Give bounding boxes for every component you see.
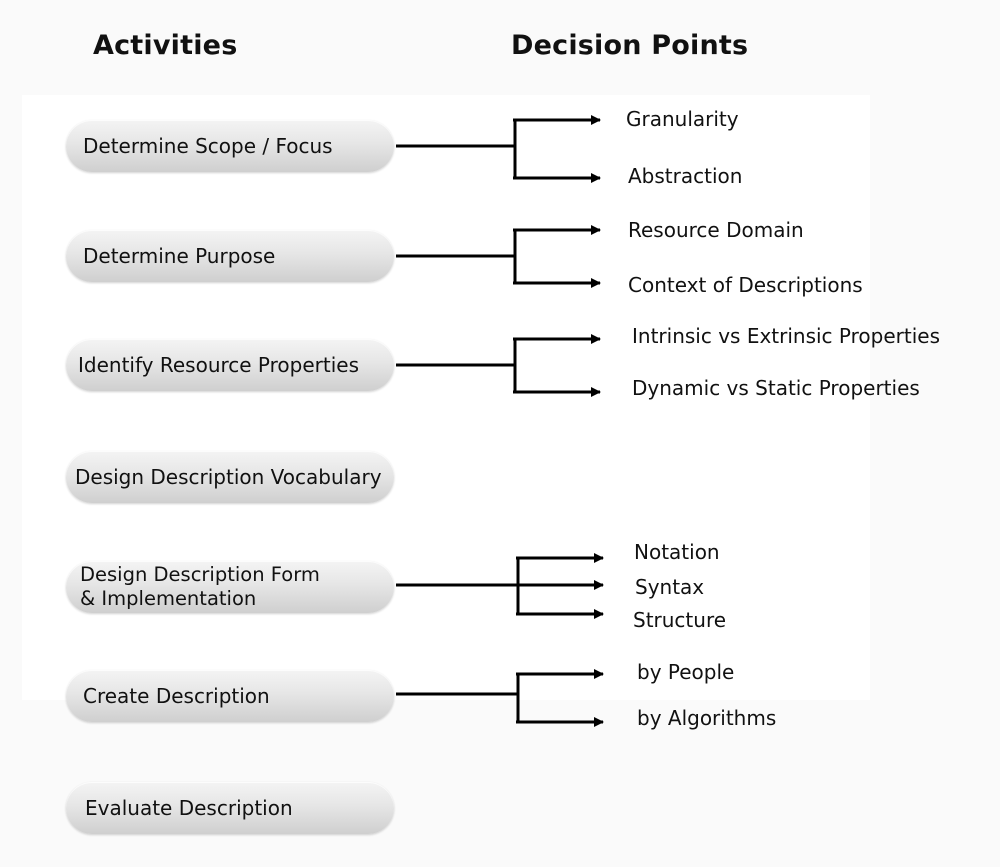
activity-determine-purpose: Determine Purpose: [66, 230, 394, 282]
decision-by-people: by People: [637, 660, 735, 684]
decision-syntax: Syntax: [635, 575, 705, 599]
decision-context-of-descriptions: Context of Descriptions: [628, 273, 863, 297]
decision-intrinsic-extrinsic: Intrinsic vs Extrinsic Properties: [632, 324, 940, 348]
activity-determine-scope: Determine Scope / Focus: [66, 120, 394, 172]
decision-by-algorithms: by Algorithms: [637, 706, 777, 730]
activity-evaluate-description: Evaluate Description: [66, 782, 394, 834]
activity-design-vocabulary: Design Description Vocabulary: [66, 451, 394, 503]
decision-points-heading: Decision Points: [511, 30, 749, 61]
decision-resource-domain: Resource Domain: [628, 218, 804, 242]
activities-heading: Activities: [93, 30, 238, 61]
decision-abstraction: Abstraction: [628, 164, 743, 188]
activity-create-description: Create Description: [66, 670, 394, 722]
decision-dynamic-static: Dynamic vs Static Properties: [632, 376, 920, 400]
activity-design-form: Design Description Form & Implementation: [66, 561, 394, 613]
decision-structure: Structure: [633, 608, 727, 632]
decision-notation: Notation: [634, 540, 720, 564]
decision-granularity: Granularity: [626, 107, 739, 131]
activity-identify-properties: Identify Resource Properties: [66, 339, 394, 391]
